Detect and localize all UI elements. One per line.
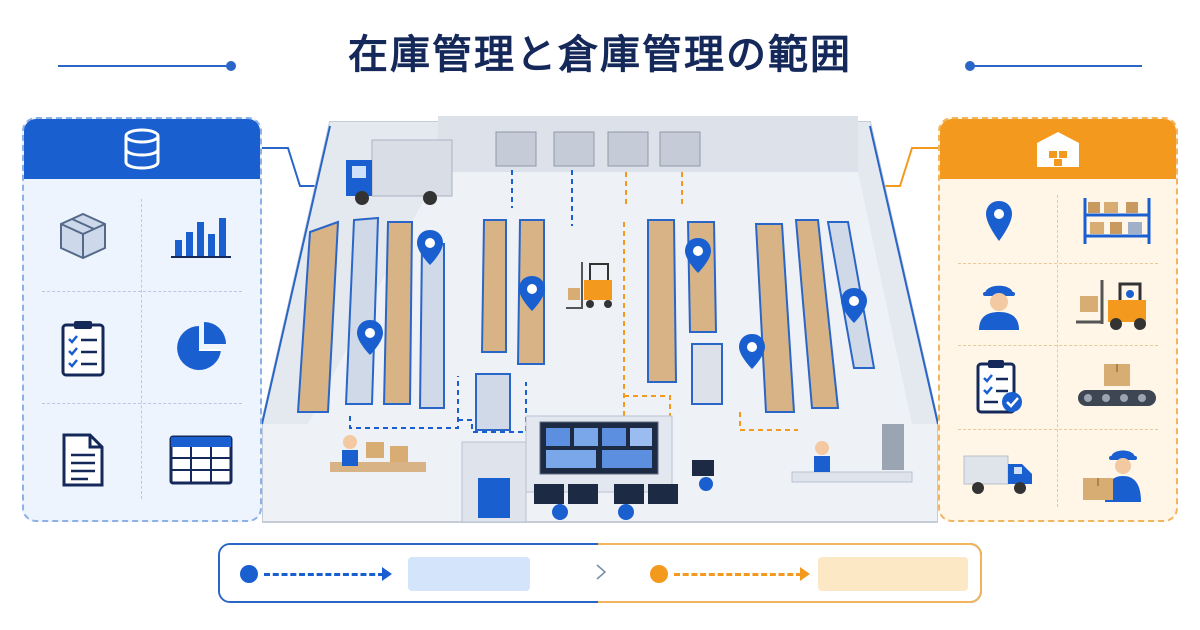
pie-chart-icon xyxy=(177,322,226,370)
forklift xyxy=(566,262,612,309)
warehouse-item xyxy=(1058,179,1176,263)
warehouse-management-panel xyxy=(938,117,1178,522)
packing-stations xyxy=(330,424,913,491)
page-title: 在庫管理と倉庫管理の範囲 xyxy=(348,32,852,78)
inventory-item xyxy=(142,181,260,291)
warehouse-item xyxy=(940,345,1058,429)
inventory-item xyxy=(142,405,260,515)
warehouse-flow-line xyxy=(674,573,802,576)
inventory-flow-marker xyxy=(240,565,258,583)
worker-carrying-box-icon xyxy=(1083,450,1141,502)
document-icon xyxy=(62,433,104,487)
location-pin-icon xyxy=(986,201,1012,241)
flow-legend-bar-warehouse-border xyxy=(598,543,982,603)
warehouse-floor-illustration xyxy=(262,116,938,523)
chevron-right-icon xyxy=(596,564,607,580)
checklist-clipboard-icon xyxy=(61,321,105,377)
warehouse-flow-arrow-icon xyxy=(800,567,810,581)
inventory-panel-header xyxy=(24,119,260,179)
warehouse-item xyxy=(1058,345,1176,429)
inventory-flow-line xyxy=(264,573,384,576)
warehouse-icon-grid xyxy=(940,179,1176,520)
delivery-truck xyxy=(346,139,453,205)
delivery-truck-icon xyxy=(963,455,1032,494)
title-rule-left xyxy=(58,65,230,67)
inventory-item xyxy=(24,405,142,515)
inventory-item xyxy=(24,181,142,291)
loading-dock-doors xyxy=(495,131,701,167)
inventory-flow-routes xyxy=(349,170,573,433)
checked-clipboard-icon xyxy=(976,360,1022,414)
inventory-item xyxy=(142,293,260,403)
title-rule-left-dot xyxy=(226,61,236,71)
forklift-icon xyxy=(1076,280,1146,330)
inventory-flow-arrow-icon xyxy=(382,567,392,581)
flow-legend-bar xyxy=(218,543,982,603)
conveyor-belt-icon xyxy=(1078,364,1156,406)
title-rule-right xyxy=(970,65,1142,67)
storage-rack-icon xyxy=(1083,198,1151,244)
package-box-icon xyxy=(60,212,106,260)
location-pins xyxy=(357,230,867,369)
warehouse-item xyxy=(940,429,1058,519)
warehouse-item xyxy=(1058,429,1176,519)
inventory-icon-grid xyxy=(24,179,260,520)
warehouse-icon xyxy=(1037,132,1079,167)
control-room xyxy=(461,415,678,523)
database-icon xyxy=(124,128,160,170)
inventory-management-panel xyxy=(22,117,262,522)
inventory-item xyxy=(24,293,142,403)
warehouse-flow-marker xyxy=(650,565,668,583)
warehouse-panel-header xyxy=(940,119,1176,179)
storage-racks-left xyxy=(296,216,545,431)
warehouse-item xyxy=(940,179,1058,263)
warehouse-item xyxy=(940,263,1058,345)
bar-chart-icon xyxy=(171,218,231,258)
warehouse-item xyxy=(1058,263,1176,345)
spreadsheet-table-icon xyxy=(169,435,233,485)
warehouse-legend-label-box xyxy=(818,557,968,591)
worker-icon xyxy=(979,285,1019,330)
title-rule-right-dot xyxy=(965,61,975,71)
inventory-legend-label-box xyxy=(408,557,530,591)
